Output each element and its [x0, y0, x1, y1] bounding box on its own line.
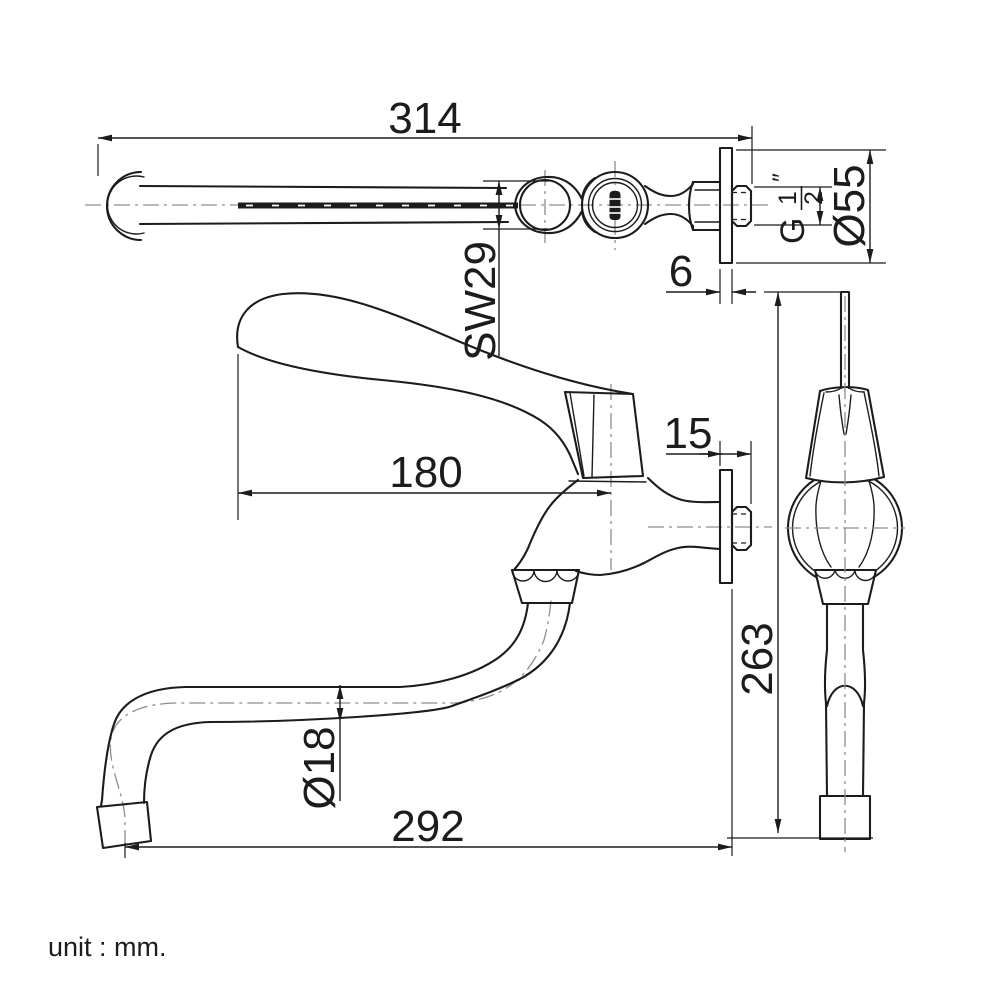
- bonnet-cap-side: [563, 390, 647, 483]
- lever-handle-front: [825, 290, 865, 393]
- dim-label-thread-den: 2: [800, 191, 828, 205]
- dim-spout-reach: 292: [124, 589, 733, 858]
- handle-ball-top: [518, 178, 572, 232]
- dim-label-263: 263: [733, 622, 782, 695]
- spout-centerline: [109, 599, 552, 846]
- spout-front: [818, 602, 872, 841]
- dim-label-sw29: SW29: [456, 241, 505, 361]
- spout-nozzle-side: [95, 800, 153, 850]
- dim-flange-thickness: 6: [666, 247, 756, 304]
- dim-label-d18: Ø18: [295, 726, 344, 809]
- dim-label-thread-num: 1: [774, 191, 802, 205]
- swivel-nut-side: [510, 568, 581, 605]
- dim-label-15: 15: [664, 409, 713, 458]
- dim-thread-size: G 1 2 ″: [754, 173, 832, 244]
- lever-handle-side: [236, 292, 635, 476]
- dim-spout-diameter: Ø18: [295, 685, 344, 810]
- dim-label-thread-inch: ″: [768, 173, 796, 182]
- front-view: [785, 290, 905, 852]
- top-view: [85, 146, 772, 265]
- unit-note: unit : mm.: [48, 932, 167, 962]
- inlet-thread-side: [730, 505, 753, 552]
- dim-flange-diameter: Ø55: [736, 149, 886, 264]
- dim-hex-width: SW29: [456, 180, 549, 361]
- dim-label-d55: Ø55: [825, 164, 874, 247]
- brand-mark: [609, 191, 621, 220]
- bonnet-boss-top: [580, 170, 650, 240]
- dim-overall-height: 263: [727, 291, 873, 839]
- dim-handle-reach: 180: [237, 354, 611, 520]
- inlet-thread-top: [730, 184, 753, 228]
- spout-nozzle-front: [818, 794, 872, 841]
- dim-overall-length: 314: [97, 94, 753, 184]
- dim-label-180: 180: [389, 448, 462, 497]
- side-view: [95, 292, 772, 850]
- dim-wall-protrusion: 15: [664, 409, 752, 504]
- dim-label-314: 314: [388, 94, 461, 143]
- spout-side: [95, 601, 572, 850]
- dim-label-292: 292: [391, 802, 464, 851]
- dim-label-6: 6: [669, 247, 693, 296]
- dim-label-g: G: [774, 218, 812, 244]
